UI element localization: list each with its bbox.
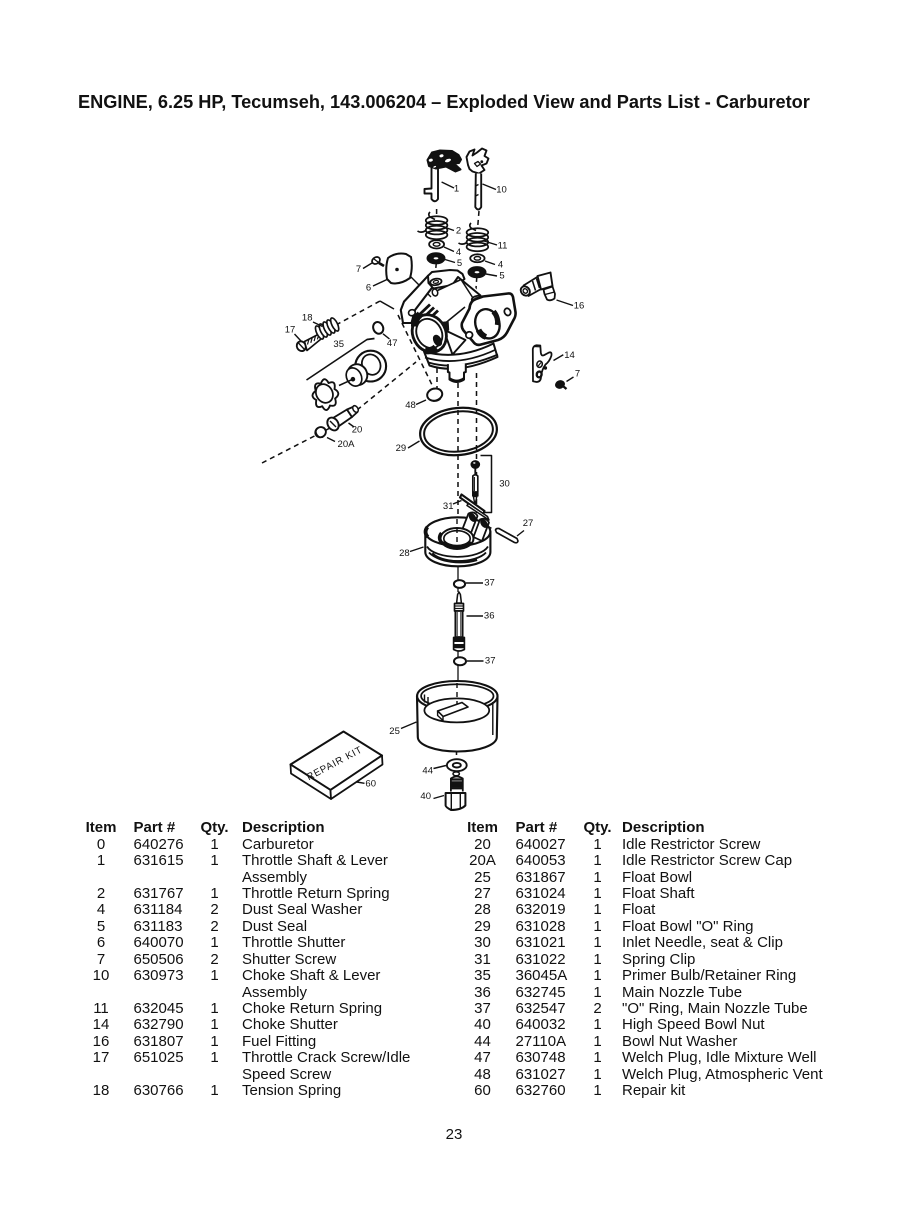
svg-text:28: 28 (399, 548, 410, 559)
svg-text:35: 35 (333, 339, 344, 350)
svg-text:10: 10 (496, 185, 507, 196)
svg-text:7: 7 (356, 264, 361, 275)
svg-text:4: 4 (498, 259, 503, 270)
svg-text:20A: 20A (338, 439, 356, 450)
svg-text:27: 27 (523, 518, 534, 529)
svg-text:29: 29 (396, 443, 407, 454)
svg-text:60: 60 (365, 778, 376, 789)
svg-text:31: 31 (443, 501, 454, 512)
svg-text:36: 36 (484, 611, 495, 622)
svg-text:1: 1 (454, 184, 459, 195)
svg-text:25: 25 (389, 726, 400, 737)
svg-text:5: 5 (499, 271, 504, 282)
svg-text:11: 11 (498, 240, 508, 251)
svg-text:2: 2 (456, 226, 461, 237)
svg-text:18: 18 (302, 313, 313, 324)
svg-text:47: 47 (387, 338, 398, 349)
svg-text:6: 6 (366, 283, 371, 294)
svg-text:37: 37 (484, 578, 495, 589)
svg-text:7: 7 (575, 369, 580, 380)
svg-text:20: 20 (352, 424, 363, 435)
svg-text:4: 4 (456, 247, 461, 258)
svg-text:37: 37 (485, 656, 496, 667)
svg-text:44: 44 (422, 766, 433, 777)
svg-text:30: 30 (499, 479, 510, 490)
svg-text:40: 40 (420, 791, 431, 802)
svg-text:5: 5 (457, 258, 462, 269)
svg-text:17: 17 (285, 325, 296, 336)
svg-text:48: 48 (405, 400, 416, 411)
svg-text:14: 14 (564, 350, 575, 361)
svg-text:16: 16 (574, 300, 585, 311)
